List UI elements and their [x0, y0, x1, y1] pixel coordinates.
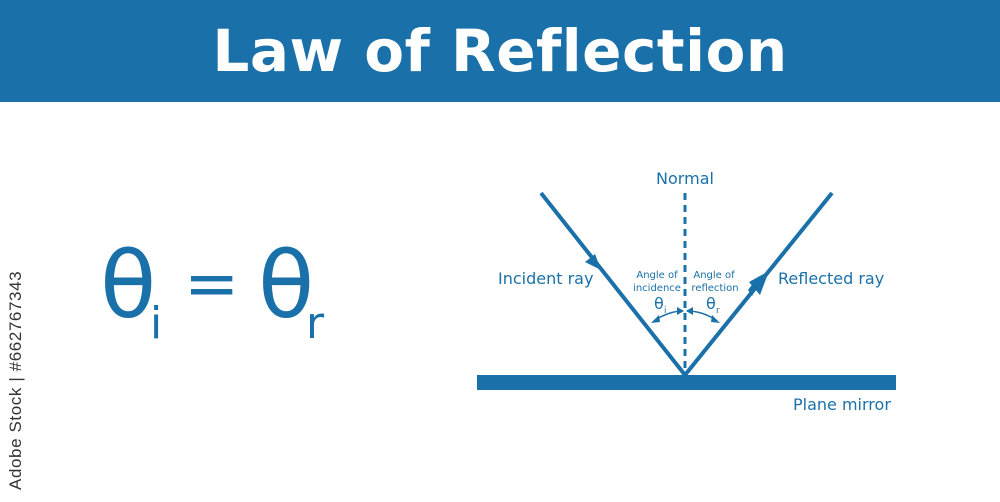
angle-incidence-line1: Angle of	[636, 270, 678, 281]
title-banner: Law of Reflection	[0, 0, 1000, 102]
formula-equals: =	[184, 245, 239, 322]
formula-theta-r: θ	[258, 232, 314, 339]
normal-label: Normal	[656, 169, 714, 188]
theta-r-symbol: θ	[706, 294, 716, 313]
formula-sub-i: i	[150, 298, 162, 349]
theta-i-symbol: θ	[654, 294, 664, 313]
reflection-arc-arrow-left	[686, 307, 693, 315]
mirror-label: Plane mirror	[793, 395, 891, 414]
formula-sub-r: r	[306, 298, 325, 349]
incidence-arc-arrow-left	[651, 315, 660, 323]
angle-reflection-line1: Angle of	[693, 270, 735, 281]
reflected-arrowhead-tip	[749, 271, 769, 295]
angle-incidence-line2: incidence	[633, 283, 681, 294]
incidence-arc-arrow-right	[677, 307, 684, 315]
theta-i-sub: i	[664, 306, 667, 316]
angle-reflection-line2: reflection	[691, 283, 738, 294]
incident-label: Incident ray	[498, 269, 593, 288]
plane-mirror	[477, 375, 896, 390]
incident-ray	[539, 191, 687, 377]
formula-theta-i: θ	[100, 232, 156, 339]
page-title: Law of Reflection	[212, 17, 788, 85]
reflection-arc-arrow-right	[711, 315, 720, 323]
incident-arrowhead	[585, 254, 601, 270]
theta-r-sub: r	[716, 306, 720, 316]
reflected-label: Reflected ray	[778, 269, 884, 288]
